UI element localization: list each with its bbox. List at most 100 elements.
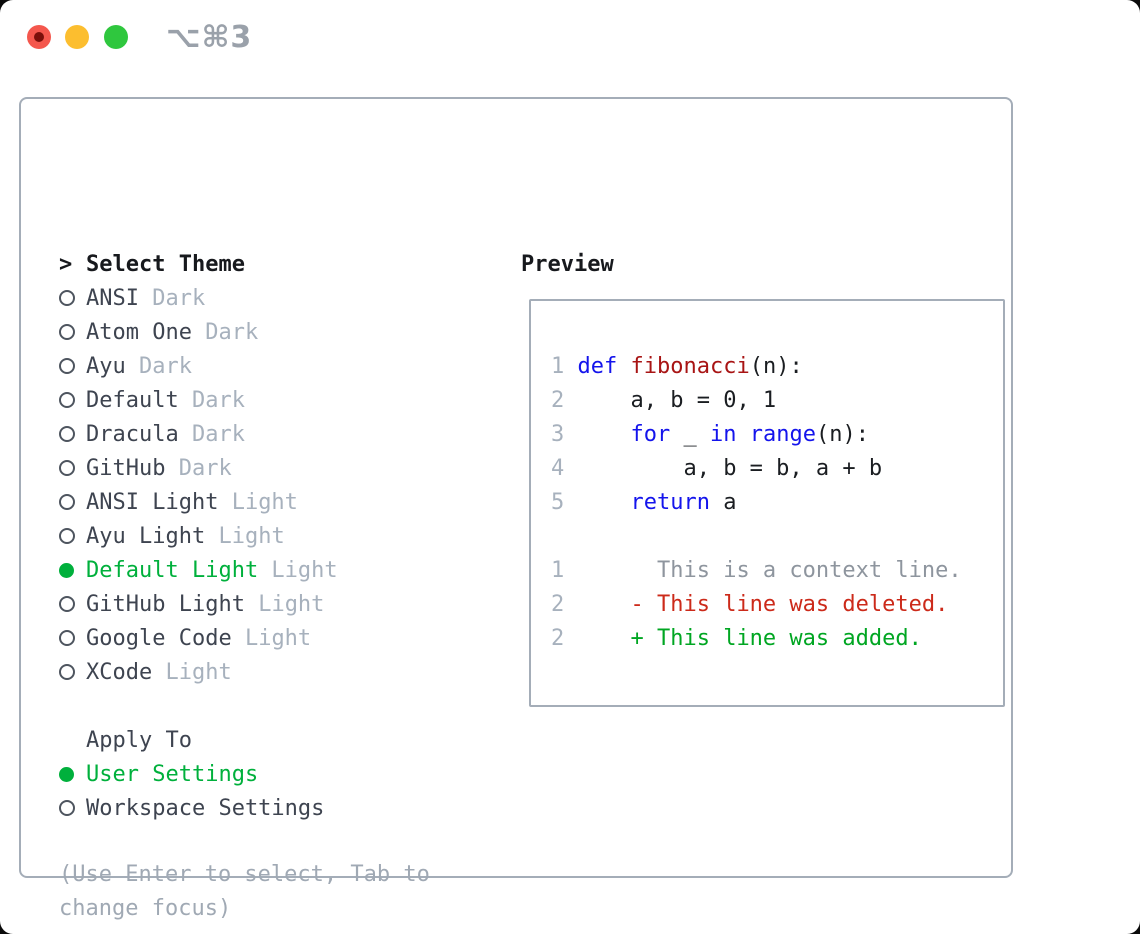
theme-name: Default Light bbox=[86, 557, 259, 583]
radio-ring bbox=[59, 460, 75, 476]
code-segment-lineno: 5 bbox=[551, 490, 578, 515]
radio-ring bbox=[59, 630, 75, 646]
theme-name: GitHub Light bbox=[86, 591, 245, 617]
theme-option-default-light[interactable]: Default Light Light bbox=[59, 553, 338, 587]
code-segment-lineno: 1 bbox=[551, 354, 578, 379]
theme-name: ANSI Light bbox=[86, 489, 219, 515]
theme-variant-tag: Light bbox=[218, 489, 298, 515]
radio-ring bbox=[59, 800, 75, 816]
radio-icon bbox=[59, 800, 86, 816]
theme-option-google-code[interactable]: Google Code Light bbox=[59, 621, 338, 655]
apply-option-user-settings[interactable]: User Settings bbox=[59, 757, 338, 791]
theme-name: XCode bbox=[86, 659, 153, 685]
code-segment-lineno: 3 bbox=[551, 422, 578, 447]
zoom-button[interactable] bbox=[104, 25, 128, 49]
theme-variant-tag: Dark bbox=[165, 455, 232, 481]
theme-name: Ayu Light bbox=[86, 523, 206, 549]
radio-ring bbox=[59, 324, 75, 340]
code-line: 3 for _ in range(n): bbox=[551, 418, 1003, 452]
code-segment-context: This is a context line. bbox=[577, 558, 962, 583]
code-segment-function_name: fibonacci bbox=[630, 354, 750, 379]
theme-section-title: Select Theme bbox=[86, 251, 245, 277]
code-segment-keyword: in bbox=[709, 422, 737, 447]
code-segment-keyword: range bbox=[749, 422, 816, 447]
code-segment-plain: a bbox=[709, 490, 737, 515]
theme-option-default[interactable]: Default Dark bbox=[59, 383, 338, 417]
radio-icon bbox=[59, 426, 86, 442]
radio-ring bbox=[59, 358, 75, 374]
code-segment-lineno: 4 bbox=[551, 456, 578, 481]
code-segment-keyword: def bbox=[577, 354, 618, 379]
theme-section-header: > Select Theme bbox=[59, 247, 338, 281]
code-segment-keyword: for bbox=[630, 422, 671, 447]
apply-option-workspace-settings[interactable]: Workspace Settings bbox=[59, 791, 338, 825]
theme-name: Ayu bbox=[86, 353, 126, 379]
close-dot-icon bbox=[34, 32, 44, 42]
radio-icon bbox=[59, 358, 86, 374]
theme-name: Default bbox=[86, 387, 179, 413]
radio-selected-icon bbox=[59, 562, 86, 578]
theme-option-github[interactable]: GitHub Dark bbox=[59, 451, 338, 485]
code-segment-plain: _ bbox=[670, 422, 710, 447]
theme-variant-tag: Light bbox=[244, 591, 325, 617]
theme-variant-tag: Light bbox=[205, 523, 285, 549]
code-segment-lineno: 2 bbox=[551, 626, 578, 651]
code-segment-plain: a, b = b, a + b bbox=[577, 456, 883, 481]
theme-name: Google Code bbox=[86, 625, 232, 651]
theme-option-ayu[interactable]: Ayu Dark bbox=[59, 349, 338, 383]
minimize-button[interactable] bbox=[65, 25, 89, 49]
code-segment-plain bbox=[617, 354, 630, 379]
keyboard-shortcut-label: ⌥⌘3 bbox=[166, 20, 253, 55]
radio-ring bbox=[59, 596, 75, 612]
code-segment-plain: a, b = 0, 1 bbox=[577, 388, 777, 413]
radio-icon bbox=[59, 290, 86, 306]
radio-icon bbox=[59, 528, 86, 544]
radio-icon bbox=[59, 460, 86, 476]
theme-option-ansi-light[interactable]: ANSI Light Light bbox=[59, 485, 338, 519]
radio-icon bbox=[59, 324, 86, 340]
code-line: 4 a, b = b, a + b bbox=[551, 452, 1003, 486]
theme-variant-tag: Light bbox=[258, 557, 338, 583]
radio-icon bbox=[59, 630, 86, 646]
apply-to-header: Apply To bbox=[59, 723, 338, 757]
cursor-icon: > bbox=[59, 251, 73, 277]
code-segment-lineno: 2 bbox=[551, 592, 578, 617]
radio-ring bbox=[59, 426, 75, 442]
apply-to-title: Apply To bbox=[86, 727, 192, 753]
hint-text: (Use Enter to select, Tab to change focu… bbox=[59, 862, 430, 921]
theme-name: Atom One bbox=[86, 319, 192, 345]
radio-ring bbox=[59, 494, 75, 510]
theme-name: ANSI bbox=[86, 285, 139, 311]
theme-variant-tag: Light bbox=[152, 659, 232, 685]
code-segment-keyword: return bbox=[630, 490, 710, 515]
theme-variant-tag: Light bbox=[231, 625, 312, 651]
spacer-row bbox=[59, 689, 338, 723]
radio-dot bbox=[59, 766, 74, 782]
theme-option-atom-one[interactable]: Atom One Dark bbox=[59, 315, 338, 349]
theme-option-xcode[interactable]: XCode Light bbox=[59, 655, 338, 689]
theme-option-github-light[interactable]: GitHub Light Light bbox=[59, 587, 338, 621]
code-segment-plain: (n): bbox=[815, 422, 869, 447]
code-line: 1 This is a context line. bbox=[551, 554, 1003, 588]
preview-title: Preview bbox=[521, 251, 614, 277]
code-line: 2 a, b = 0, 1 bbox=[551, 384, 1003, 418]
theme-option-ayu-light[interactable]: Ayu Light Light bbox=[59, 519, 338, 553]
theme-option-ansi[interactable]: ANSI Dark bbox=[59, 281, 338, 315]
code-line: 5 return a bbox=[551, 486, 1003, 520]
theme-variant-tag: Dark bbox=[178, 387, 245, 413]
radio-dot bbox=[59, 562, 74, 578]
code-segment-plain bbox=[578, 490, 631, 515]
code-segment-lineno: 2 bbox=[551, 388, 578, 413]
close-button[interactable] bbox=[27, 25, 51, 49]
theme-option-dracula[interactable]: Dracula Dark bbox=[59, 417, 338, 451]
theme-variant-tag: Dark bbox=[125, 353, 192, 379]
code-segment-added: + This line was added. bbox=[577, 626, 922, 651]
radio-ring bbox=[59, 528, 75, 544]
apply-option-name: User Settings bbox=[86, 761, 259, 787]
radio-selected-icon bbox=[59, 766, 86, 782]
